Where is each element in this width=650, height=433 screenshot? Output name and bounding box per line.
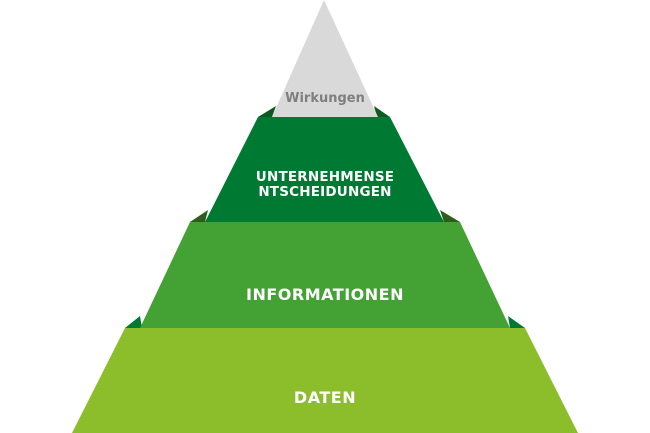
level-daten-shape — [72, 328, 578, 433]
level-informationen-left-shadow — [125, 316, 142, 328]
level-wirkungen-label: Wirkungen — [285, 91, 365, 106]
level-entscheidungen-left-shadow — [190, 210, 208, 222]
level-wirkungen-right-shadow — [374, 106, 390, 117]
level-entscheidungen-right-shadow — [440, 210, 460, 222]
level-wirkungen-left-shadow — [258, 106, 276, 117]
level-informationen-shape — [140, 222, 510, 328]
level-entscheidungen-shape — [205, 117, 444, 222]
level-entscheidungen-label: UNTERNEHMENSE NTSCHEIDUNGEN — [255, 169, 395, 200]
level-informationen-label: INFORMATIONEN — [246, 285, 404, 304]
level-wirkungen-shape — [272, 0, 378, 117]
level-informationen-right-shadow — [508, 316, 525, 328]
level-daten-label: DATEN — [293, 388, 357, 407]
